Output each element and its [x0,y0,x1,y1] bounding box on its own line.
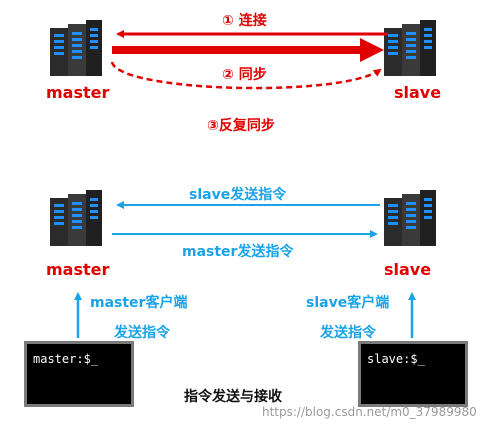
slave-client-label: slave客户端 [306,295,390,311]
master-terminal: master:$_ [24,341,134,407]
slave-server-icon-bottom [384,190,436,246]
master-server-icon [50,20,102,76]
watermark-url: https://blog.csdn.net/m0_37989980 [262,405,477,419]
master-server-icon-bottom [50,190,102,246]
master-label-bottom: master [46,260,110,279]
master-client-send-label: 发送指令 [114,325,170,341]
slave-server-icon [384,20,436,76]
slave-label: slave [394,83,442,102]
master-terminal-prompt: master:$_ [33,352,99,366]
master-send-label: master发送指令 [182,244,294,260]
master-label: master [46,83,110,102]
repeat-sync-arrow [110,61,382,90]
step-repeat-sync-label: ③反复同步 [207,118,275,134]
sync-arrow [112,38,384,62]
slave-label-bottom: slave [384,260,432,279]
slave-terminal-prompt: slave:$_ [367,352,425,366]
diagram-caption: 指令发送与接收 [184,389,282,405]
step-sync-label: ② 同步 [222,67,267,83]
slave-send-label: slave发送指令 [189,187,287,203]
step-connect-label: ① 连接 [222,13,267,29]
master-client-label: master客户端 [90,295,188,311]
slave-client-send-label: 发送指令 [320,325,376,341]
slave-terminal: slave:$_ [358,341,468,407]
